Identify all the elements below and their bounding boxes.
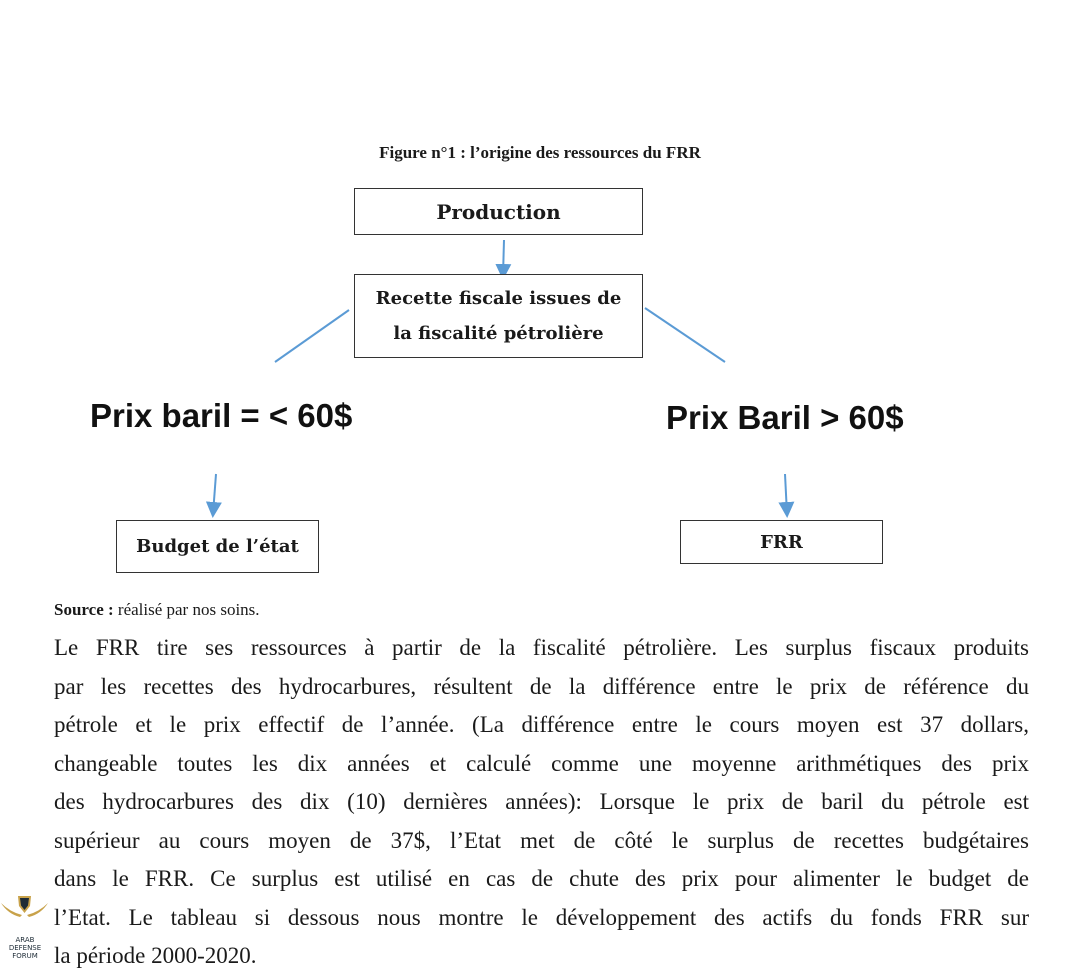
paragraph-line: supérieur au cours moyen de 37$, l’Etat … — [54, 827, 1029, 853]
node-recette-fiscale: Recette fiscale issues de la fiscalité p… — [354, 274, 643, 358]
recette-line-2: la fiscalité pétrolière — [393, 323, 604, 344]
body-paragraph: Le FRR tire ses ressources à partir de l… — [54, 629, 1029, 976]
branch-right-line — [644, 307, 726, 363]
watermark-text: ARAB DEFENSE FORUM — [8, 936, 42, 960]
source-text: réalisé par nos soins. — [113, 600, 260, 619]
label-prix-superieur: Prix Baril > 60$ — [666, 399, 904, 436]
watermark-logo: ARAB DEFENSE FORUM — [0, 880, 50, 972]
paragraph-line: des hydrocarbures des dix (10) dernières… — [54, 789, 1029, 814]
arrow-to-budget — [205, 473, 222, 518]
paragraph-line: Le FRR tire ses ressources à partir de l… — [54, 635, 1029, 660]
node-production: Production — [354, 188, 643, 235]
paragraph-line: l’Etat. Le tableau si dessous nous montr… — [54, 904, 1029, 930]
arrow-production-recette — [495, 239, 512, 280]
paragraph-line: par les recettes des hydrocarbures, résu… — [54, 673, 1029, 699]
shield-wings-icon — [1, 896, 48, 917]
paragraph-line: changeable toutes les dix années et calc… — [54, 750, 1029, 776]
paragraph-line: dans le FRR. Ce surplus est utilisé en c… — [54, 866, 1029, 891]
paragraph-line: la période 2000-2020. — [54, 943, 257, 968]
paragraph-line: pétrole et le prix effectif de l’année. … — [54, 712, 1029, 737]
source-note: Source : réalisé par nos soins. — [54, 600, 260, 620]
figure-title: Figure n°1 : l’origine des ressources du… — [379, 143, 701, 162]
branch-left-line — [274, 309, 350, 363]
label-prix-inferieur: Prix baril = < 60$ — [90, 397, 353, 434]
node-budget-etat: Budget de l’état — [116, 520, 319, 573]
node-frr: FRR — [680, 520, 883, 564]
recette-line-1: Recette fiscale issues de — [375, 288, 622, 309]
arrow-to-frr — [778, 473, 795, 518]
source-label: Source : — [54, 600, 114, 619]
